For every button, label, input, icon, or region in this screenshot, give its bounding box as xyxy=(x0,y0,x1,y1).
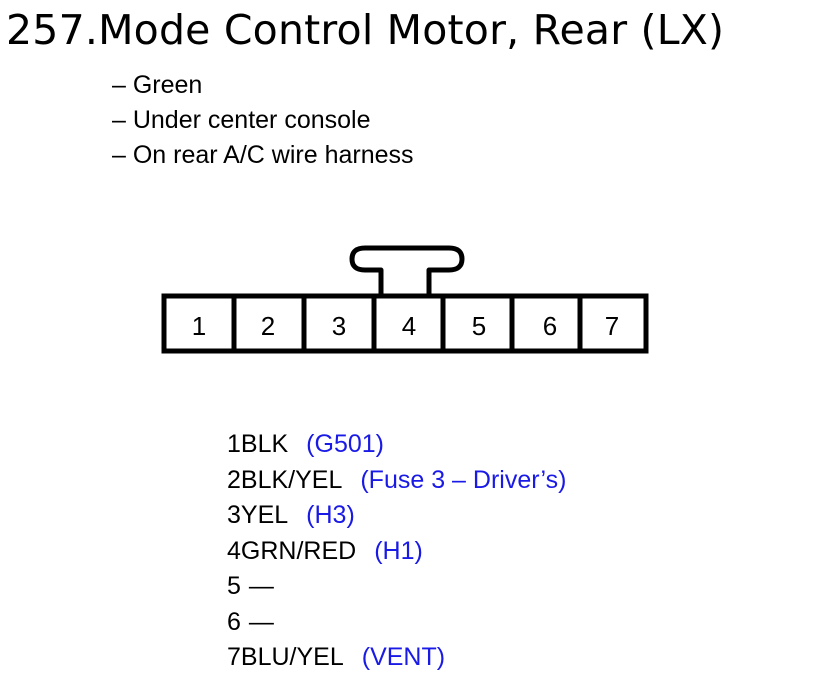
cavity-number-3: 3 xyxy=(332,311,346,341)
cavity-number-4: 4 xyxy=(402,311,416,341)
pin-row: 6— xyxy=(227,605,566,641)
pin-number: 7 xyxy=(227,643,241,671)
pin-destination: (H3) xyxy=(306,501,355,529)
connector-notes: – Green – Under center console – On rear… xyxy=(112,68,414,173)
connector-lock-tab xyxy=(349,245,465,295)
pin-row: 7BLU/YEL (VENT) xyxy=(227,640,566,676)
note-harness: – On rear A/C wire harness xyxy=(112,141,414,169)
pin-row: 2BLK/YEL (Fuse 3 – Driver’s) xyxy=(227,463,566,499)
pin-number: 1 xyxy=(227,430,241,458)
wire-color: GRN/RED xyxy=(240,536,357,565)
empty-pin-mark: — xyxy=(248,572,274,600)
wire-color: BLK xyxy=(240,430,289,458)
pin-row: 1BLK (G501) xyxy=(227,427,566,463)
pin-number: 6 xyxy=(227,607,241,636)
pin-number: 4 xyxy=(227,536,241,565)
connector-body xyxy=(161,293,649,354)
cavity-number-5: 5 xyxy=(472,311,486,341)
pin-number: 3 xyxy=(227,501,241,529)
pin-destination: (G501) xyxy=(306,430,384,458)
note-color: – Green xyxy=(112,71,203,99)
wire-color: YEL xyxy=(240,501,289,529)
note-location: – Under center console xyxy=(112,106,371,134)
pin-list: 1BLK (G501) 2BLK/YEL (Fuse 3 – Driver’s) 3… xyxy=(227,427,566,676)
cavity-number-2: 2 xyxy=(261,311,275,341)
wire-color: BLU/YEL xyxy=(240,643,344,671)
cavity-number-6: 6 xyxy=(543,311,557,341)
pin-destination: (H1) xyxy=(374,536,423,565)
pin-row: 5— xyxy=(227,569,566,605)
pin-number: 2 xyxy=(227,465,241,494)
page-title: 257.Mode Control Motor, Rear (LX) xyxy=(6,6,725,54)
empty-pin-mark: — xyxy=(248,607,274,636)
cavity-number-7: 7 xyxy=(605,311,619,341)
pin-number: 5 xyxy=(227,572,241,600)
wire-color: BLK/YEL xyxy=(240,465,343,494)
pin-destination: (VENT) xyxy=(361,643,446,671)
pin-row: 3YEL (H3) xyxy=(227,498,566,534)
cavity-number-1: 1 xyxy=(192,311,206,341)
pin-row: 4GRN/RED (H1) xyxy=(227,534,566,570)
pin-destination: (Fuse 3 – Driver’s) xyxy=(360,465,567,494)
